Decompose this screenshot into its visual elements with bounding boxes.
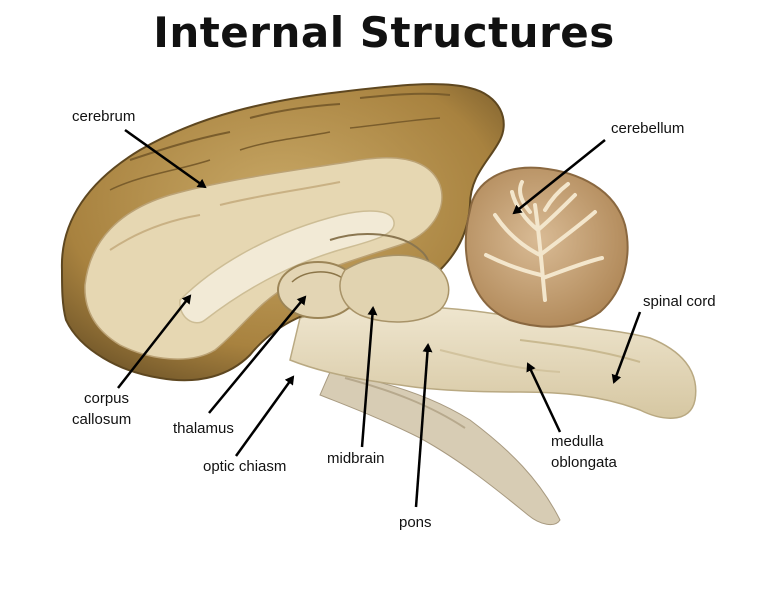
label-medulla-line2: oblongata xyxy=(551,454,617,471)
brainstem xyxy=(289,305,697,419)
label-medulla-line1: medulla xyxy=(551,433,604,450)
optic-nerve xyxy=(319,371,561,526)
pointer-lines xyxy=(117,128,642,508)
page-title: Internal Structures xyxy=(153,8,615,57)
label-spinal-cord: spinal cord xyxy=(643,293,716,310)
label-thalamus: thalamus xyxy=(173,420,234,437)
label-pons: pons xyxy=(399,514,432,531)
label-midbrain: midbrain xyxy=(327,450,385,467)
label-cerebellum: cerebellum xyxy=(611,120,685,137)
midbrain xyxy=(339,254,450,323)
cerebellum xyxy=(464,166,629,328)
label-corpus-callosum-line1: corpus xyxy=(84,390,130,407)
label-optic-chiasm: optic chiasm xyxy=(203,458,287,475)
corpus-callosum xyxy=(179,210,395,324)
label-corpus-callosum-line2: callosum xyxy=(72,411,132,428)
label-cerebrum: cerebrum xyxy=(72,108,136,125)
